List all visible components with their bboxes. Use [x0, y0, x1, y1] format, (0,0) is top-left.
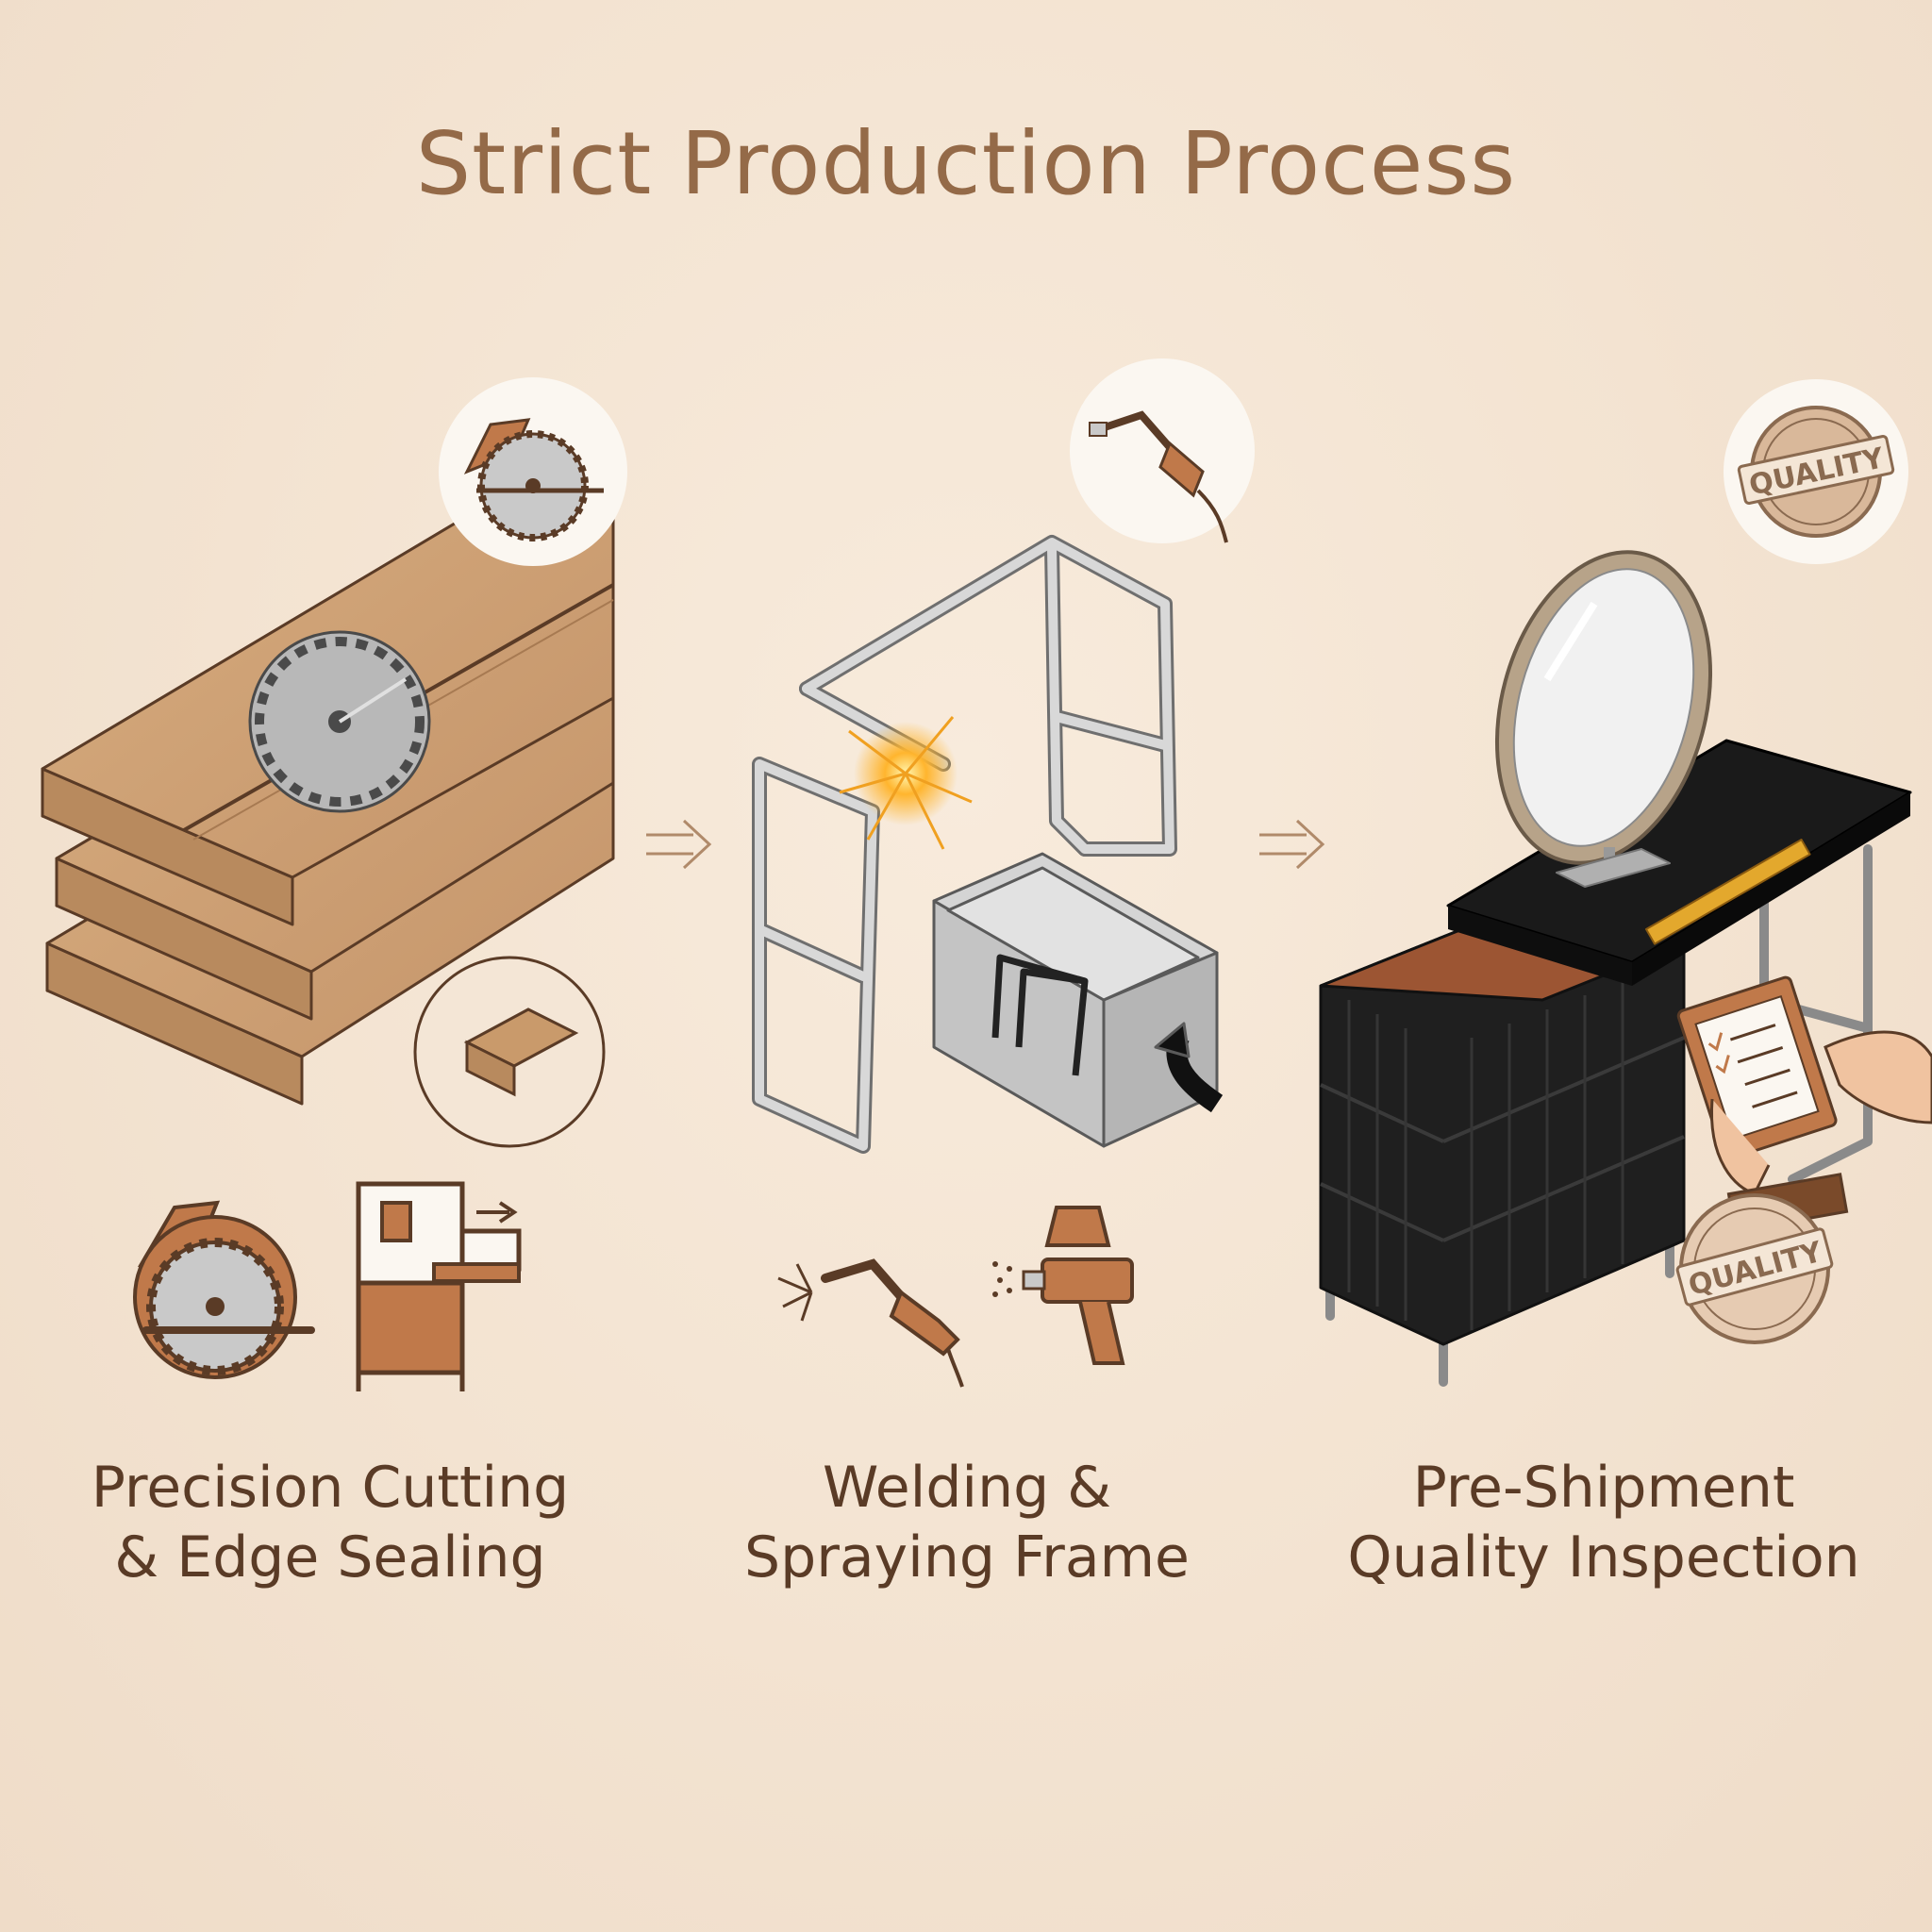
- spray-gun-icon: [992, 1206, 1134, 1365]
- saw-blade-icon: [248, 630, 431, 813]
- step-2-line-2: Spraying Frame: [744, 1524, 1190, 1591]
- welding-spark: [839, 716, 973, 850]
- step-2-line-1: Welding &: [822, 1455, 1112, 1521]
- page-title: Strict Production Process: [415, 113, 1517, 214]
- arrow-right-icon: [646, 819, 712, 870]
- circular-saw-icon: [133, 1200, 315, 1379]
- quality-badge-top: QUALITY: [1724, 379, 1908, 564]
- step-2-caption: Welding & Spraying Frame: [665, 1453, 1269, 1592]
- step-3-caption: Pre-Shipment Quality Inspection: [1302, 1453, 1906, 1592]
- spray-booth-illustration: [932, 852, 1224, 1148]
- step-3-line-2: Quality Inspection: [1347, 1524, 1860, 1591]
- step-1-line-2: & Edge Sealing: [114, 1524, 546, 1591]
- edge-joint-badge: [413, 956, 606, 1148]
- welding-torch-badge: [1070, 358, 1255, 543]
- edge-banding-machine-icon: [356, 1181, 522, 1391]
- vanity-dresser-illustration: [1319, 550, 1912, 1387]
- quality-badge-bottom: QUALITY: [1675, 1193, 1834, 1344]
- step-1-line-1: Precision Cutting: [91, 1455, 570, 1521]
- circular-saw-badge: [439, 377, 627, 566]
- welding-torch-icon: [777, 1258, 964, 1388]
- step-3-line-1: Pre-Shipment: [1412, 1455, 1795, 1521]
- arrow-right-icon: [1259, 819, 1325, 870]
- step-1-caption: Precision Cutting & Edge Sealing: [28, 1453, 632, 1592]
- clipboard-icon: [1676, 975, 1932, 1233]
